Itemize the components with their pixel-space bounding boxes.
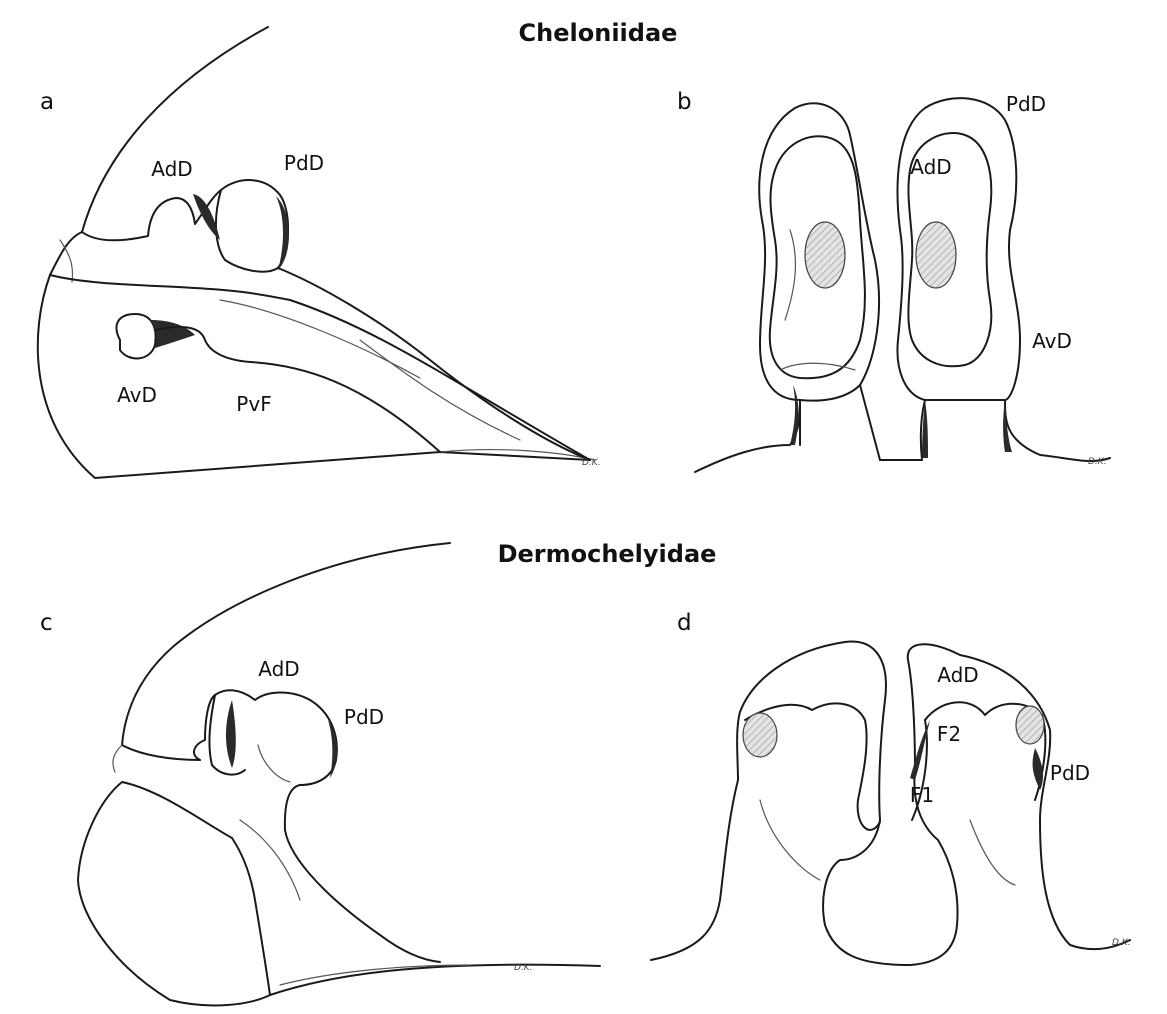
family-heading-cheloniidae: Cheloniidae: [519, 19, 678, 47]
panel-c-letter: c: [40, 610, 53, 636]
panel-d-label-f1: F1: [910, 783, 934, 807]
panel-b-letter: b: [677, 89, 692, 115]
panel-b-drawing: b PdD AdD AvD D.K.: [677, 89, 1110, 472]
panel-b-label-pdd: PdD: [1006, 92, 1046, 116]
panel-d-label-f2: F2: [937, 722, 961, 746]
panel-b-label-add: AdD: [910, 155, 951, 179]
panel-a-letter: a: [40, 89, 54, 115]
panel-a-label-pvf: PvF: [236, 392, 271, 416]
panel-a-label-avd: AvD: [117, 383, 157, 407]
panel-b-signature: D.K.: [1088, 457, 1107, 467]
family-heading-dermochelyidae: Dermochelyidae: [498, 540, 717, 568]
panel-a-drawing: a AdD PdD AvD PvF D.K.: [38, 27, 601, 478]
panel-a-signature: D.K.: [582, 458, 601, 468]
panel-a-label-pdd: PdD: [284, 151, 324, 175]
panel-d-label-pdd: PdD: [1050, 761, 1090, 785]
panel-c-label-pdd: PdD: [344, 705, 384, 729]
panel-c-label-add: AdD: [258, 657, 299, 681]
panel-c-signature: D.K.: [514, 963, 533, 973]
panel-a-label-add: AdD: [151, 157, 192, 181]
panel-b-label-avd: AvD: [1032, 329, 1072, 353]
panel-d-letter: d: [677, 610, 692, 636]
panel-d-drawing: d AdD F2 F1 PdD D.K.: [651, 610, 1131, 965]
panel-d-label-add: AdD: [937, 663, 978, 687]
panel-d-signature: D.K.: [1112, 938, 1131, 948]
panel-c-drawing: c AdD PdD D.K.: [40, 543, 600, 1005]
